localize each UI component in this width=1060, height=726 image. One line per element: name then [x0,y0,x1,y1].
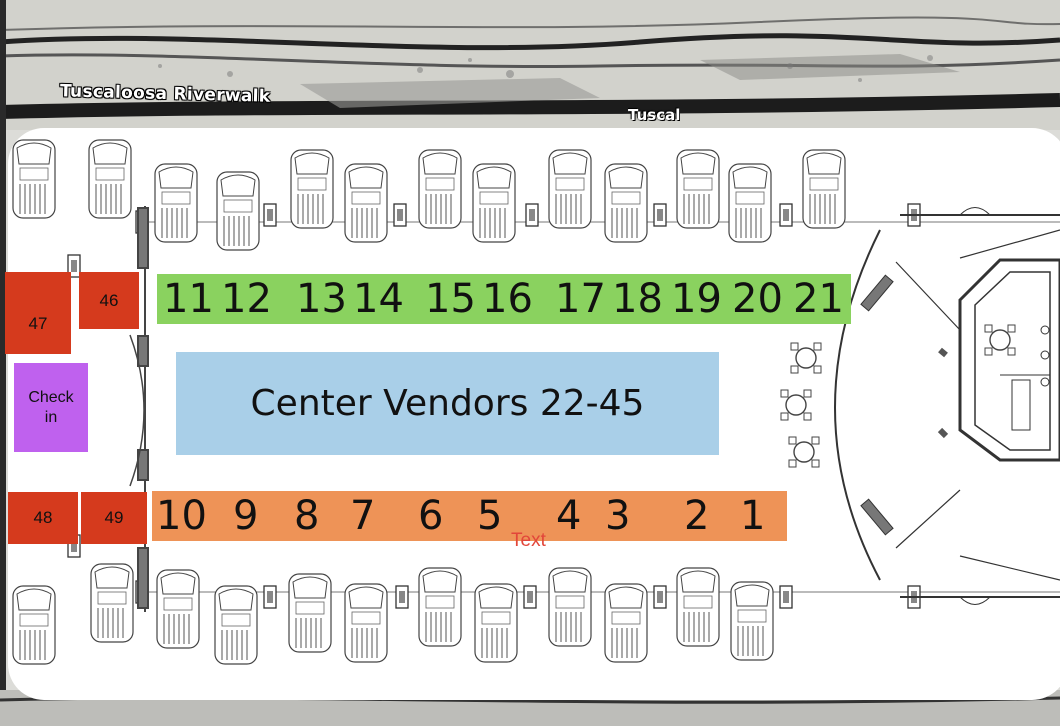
booth-48-label: 48 [33,508,53,527]
top-row-booths: 11 12 13 14 15 16 17 18 19 20 21 [157,274,851,324]
booth-17[interactable]: 17 [555,276,606,322]
booth-8[interactable]: 8 [294,493,320,539]
booth-10[interactable]: 10 [156,493,207,539]
booth-6[interactable]: 6 [418,493,444,539]
booth-48[interactable]: 48 [8,492,78,544]
booth-49[interactable]: 49 [81,492,147,544]
booth-46-label: 46 [99,290,119,310]
booth-21[interactable]: 21 [793,276,844,322]
booth-16[interactable]: 16 [482,276,533,322]
booth-46[interactable]: 46 [79,272,139,329]
street-map-label: Tuscal [628,106,681,121]
placeholder-text-label: Text [511,530,546,551]
booth-47[interactable]: 47 [5,272,71,354]
booth-19[interactable]: 19 [671,276,722,322]
booth-4[interactable]: 4 [556,493,582,539]
booth-2[interactable]: 2 [684,493,710,539]
booth-18[interactable]: 18 [612,276,663,322]
booth-9[interactable]: 9 [233,493,259,539]
check-in-label-line1: Check [28,388,74,406]
check-in-label-line2: in [44,408,58,426]
booth-47-label: 47 [28,314,48,333]
booth-1[interactable]: 1 [740,493,766,539]
booth-7[interactable]: 7 [350,493,376,539]
booth-12[interactable]: 12 [221,276,272,322]
center-vendors-block[interactable]: Center Vendors 22-45 [176,352,719,455]
booth-15[interactable]: 15 [425,276,476,322]
booth-49-label: 49 [104,508,124,527]
booth-3[interactable]: 3 [605,493,631,539]
booth-13[interactable]: 13 [296,276,347,322]
bottom-row-booths: 10 9 8 7 6 5 4 3 2 1 [152,491,787,541]
booth-11[interactable]: 11 [163,276,214,322]
pavilion-building [834,207,1060,605]
booth-20[interactable]: 20 [732,276,783,322]
check-in-area[interactable]: Check in [14,363,88,452]
west-wall [129,206,149,612]
booth-5[interactable]: 5 [477,493,503,539]
booth-14[interactable]: 14 [353,276,404,322]
